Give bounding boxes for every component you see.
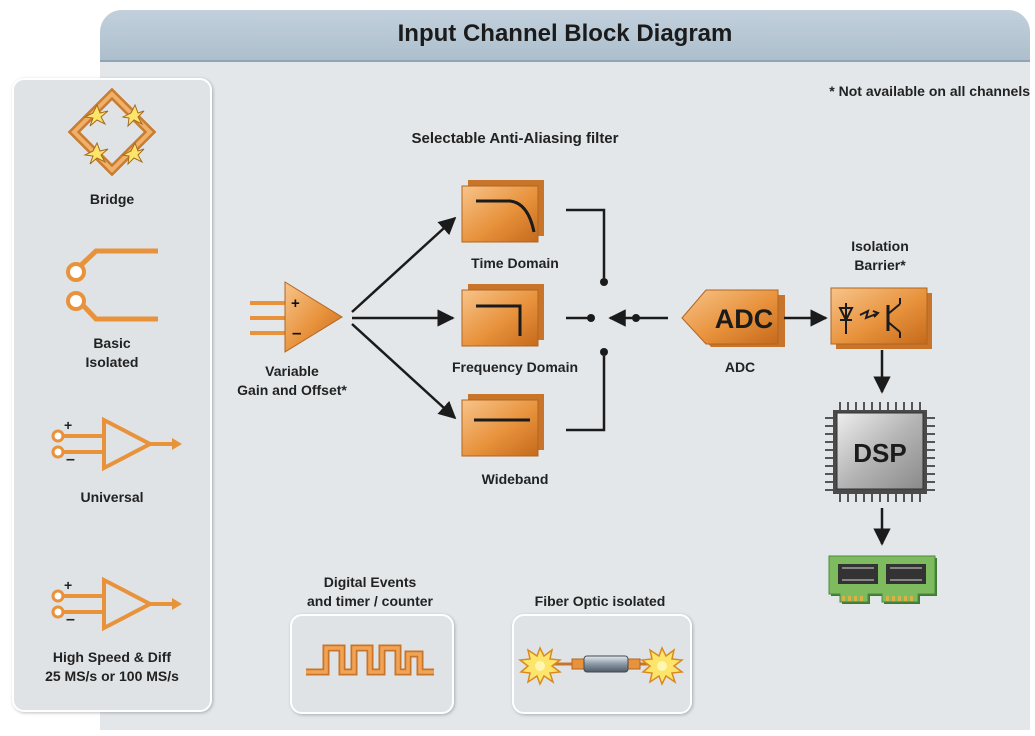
switch-contact-bottom: [600, 348, 608, 356]
wideband-label: Wideband: [481, 471, 549, 487]
sidebar-item-basic-isolated-label: Basic Isolated: [85, 335, 139, 370]
svg-text:+: +: [291, 295, 300, 312]
time-domain-filter: [461, 180, 544, 243]
arrow-to-wideband: [351, 323, 457, 420]
switch-contact-top: [600, 278, 608, 286]
arrow-to-time-domain: [351, 216, 457, 313]
availability-note: * Not available on all channels: [829, 83, 1030, 99]
svg-text:+: +: [64, 577, 72, 593]
pulse-train-icon: [306, 644, 434, 676]
fiber-optic-icon: [518, 646, 684, 686]
digital-events-label: Digital Events and timer / counter: [306, 574, 434, 609]
svg-text:–: –: [66, 611, 75, 628]
svg-text:+: +: [64, 417, 72, 433]
variable-gain-amplifier: + –: [250, 281, 343, 353]
svg-text:–: –: [66, 451, 75, 468]
filter-group-label: Selectable Anti-Aliasing filter: [411, 130, 619, 147]
high-speed-amplifier-icon: + –: [51, 576, 182, 632]
panel-header: [100, 10, 1030, 62]
bridge-icon: [67, 87, 157, 177]
frequency-domain-label: Frequency Domain: [451, 359, 579, 375]
sidebar-item-high-speed-label: High Speed & Diff 25 MS/s or 100 MS/s: [45, 649, 179, 684]
diagram-title: Input Channel Block Diagram: [397, 20, 733, 47]
optocoupler-icon: [838, 298, 901, 338]
adc-symbol-text: ADC: [715, 304, 774, 334]
amplifier-label: Variable Gain and Offset*: [237, 363, 347, 398]
time-domain-label: Time Domain: [471, 255, 559, 271]
switch-pivot: [632, 314, 640, 322]
switch-line-bottom: [566, 356, 606, 432]
adc-label: ADC: [724, 359, 756, 375]
svg-text:–: –: [292, 323, 301, 342]
dsp-chip: DSP: [825, 402, 935, 502]
input-types-sidebar: [12, 78, 212, 712]
switch-line-top: [566, 208, 606, 278]
circuit-board-icon: [828, 555, 937, 604]
sidebar-item-universal-label: Universal: [80, 489, 144, 505]
frequency-domain-filter: [461, 284, 544, 347]
switch-contact-mid: [587, 314, 595, 322]
wideband-filter: [461, 394, 544, 457]
universal-amplifier-icon: + –: [51, 416, 182, 472]
fiber-optic-label: Fiber Optic isolated: [534, 593, 666, 609]
isolation-barrier-label: Isolation Barrier*: [851, 238, 909, 273]
isolation-barrier-block: [830, 287, 932, 349]
sidebar-item-bridge-label: Bridge: [89, 191, 135, 207]
isolated-input-icon: [66, 248, 158, 322]
main-panel: [100, 10, 1030, 730]
adc-block: ADC: [681, 289, 785, 347]
dsp-label: DSP: [853, 438, 906, 468]
